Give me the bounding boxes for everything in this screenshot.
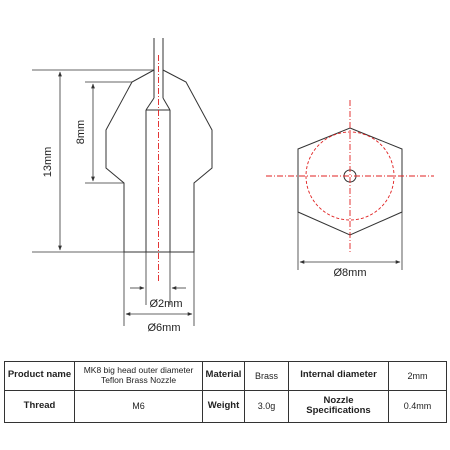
dim-13mm bbox=[32, 69, 154, 253]
dim-2mm bbox=[130, 252, 186, 305]
nozzle-spec-label: Nozzle Specifications bbox=[288, 389, 389, 424]
spec-table: Product name MK8 big head outer diameter… bbox=[4, 361, 447, 424]
dim-6mm-label: Ø6mm bbox=[148, 322, 181, 334]
dim-6mm bbox=[123, 252, 195, 326]
thread-value: M6 bbox=[74, 389, 203, 424]
dim-8mm bbox=[85, 81, 132, 184]
dim-8mm-hex-label: Ø8mm bbox=[334, 267, 367, 279]
product-name-line1: MK8 big head outer diameter bbox=[83, 365, 194, 376]
product-name-value: MK8 big head outer diameter Teflon Brass… bbox=[74, 361, 203, 391]
internal-diameter-value: 2mm bbox=[388, 361, 447, 391]
dim-13mm-label: 13mm bbox=[42, 147, 54, 178]
product-name-label: Product name bbox=[4, 361, 75, 391]
dim-8mm-label: 8mm bbox=[75, 120, 87, 144]
table-row: Thread M6 Weight 3.0g Nozzle Specificati… bbox=[4, 389, 447, 424]
material-value: Brass bbox=[244, 361, 289, 391]
weight-value: 3.0g bbox=[244, 389, 289, 424]
nozzle-spec-value: 0.4mm bbox=[388, 389, 447, 424]
internal-diameter-label: Internal diameter bbox=[288, 361, 389, 391]
table-row: Product name MK8 big head outer diameter… bbox=[4, 361, 447, 391]
weight-label: Weight bbox=[202, 389, 245, 424]
thread-label: Thread bbox=[4, 389, 75, 424]
product-name-line2: Teflon Brass Nozzle bbox=[100, 374, 177, 385]
dim-8mm-hex bbox=[297, 212, 403, 270]
dim-2mm-label: Ø2mm bbox=[150, 298, 183, 310]
nozzle-side-view bbox=[105, 38, 213, 253]
hex-inscribed-circle bbox=[305, 131, 395, 221]
material-label: Material bbox=[202, 361, 245, 391]
nozzle-technical-drawing: 13mm 8mm Ø2mm Ø6mm Ø8mm bbox=[32, 38, 434, 334]
